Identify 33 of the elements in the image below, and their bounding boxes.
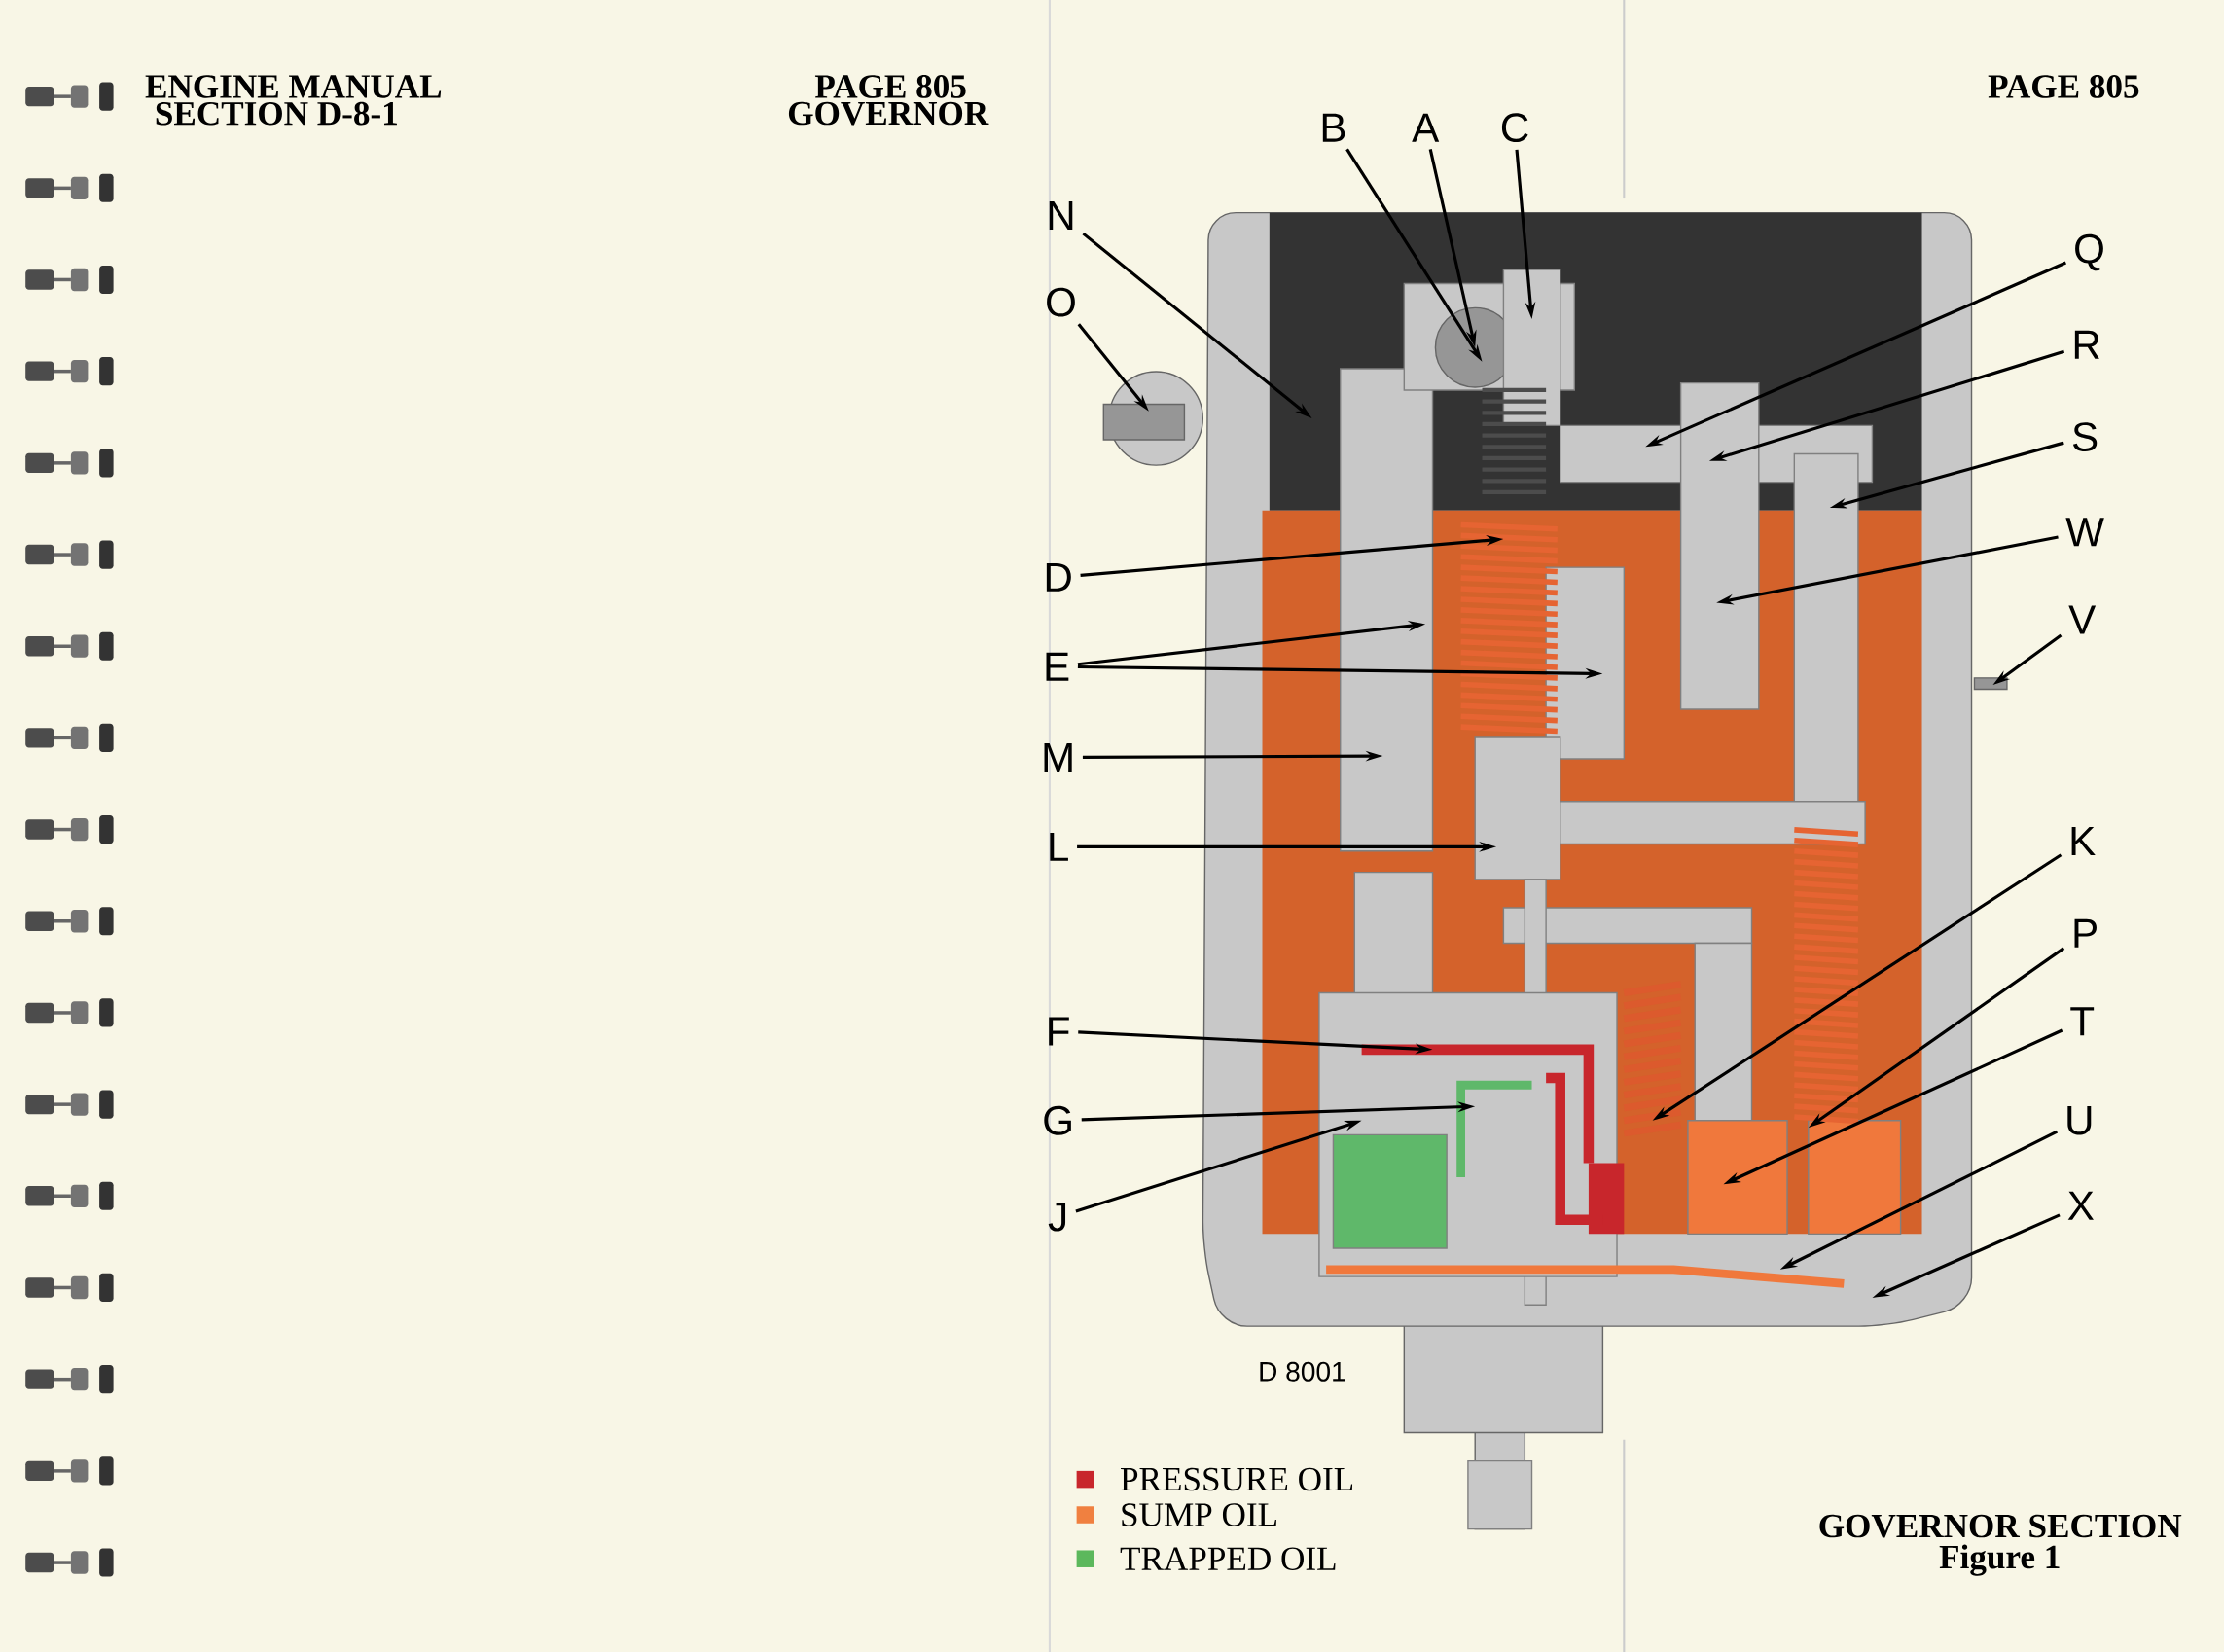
callout-letter: G xyxy=(1044,1105,1071,1135)
callout-letter: L xyxy=(1050,832,1068,861)
legend-label: SUMP OIL xyxy=(1122,1503,1276,1526)
callout-letter: F xyxy=(1049,1017,1069,1046)
callout-letter: B xyxy=(1322,113,1345,142)
callout-letter: J xyxy=(1048,1202,1066,1232)
legend-label: TRAPPED OIL xyxy=(1120,1547,1336,1570)
callout-letter: D xyxy=(1046,562,1071,592)
callout-letter: V xyxy=(2068,605,2097,634)
callout-letter: W xyxy=(2065,518,2104,547)
callout-letter: X xyxy=(2067,1191,2094,1220)
header-text: GOVERNOR xyxy=(788,101,989,126)
callout-letter: S xyxy=(2073,421,2098,451)
figure-number: Figure 1 xyxy=(1939,1544,2060,1576)
callout-letter: C xyxy=(1501,113,1528,142)
header-text: SECTION D-8-1 xyxy=(156,101,397,126)
callout-letter: U xyxy=(2067,1105,2092,1135)
callout-letter: Q xyxy=(2075,233,2103,270)
figure-caption: GOVERNOR SECTION xyxy=(1819,1514,2182,1538)
callout-letter: N xyxy=(1049,200,1073,230)
drawing-number: D 8001 xyxy=(1260,1361,1345,1382)
page-number: PAGE 805 xyxy=(814,74,966,98)
legend-label: PRESSURE OIL xyxy=(1121,1467,1353,1491)
callout-letter: P xyxy=(2074,918,2097,948)
page-number: PAGE 805 xyxy=(1988,74,2139,98)
callout-letter: K xyxy=(2071,826,2096,855)
callout-letter: E xyxy=(1046,652,1069,681)
callout-letter: A xyxy=(1412,113,1440,142)
callout-letter: T xyxy=(2070,1006,2095,1035)
callout-letter: R xyxy=(2074,330,2099,359)
callout-letter: O xyxy=(1047,287,1075,317)
header-text: ENGINE MANUAL xyxy=(145,74,442,98)
callout-letter: M xyxy=(1044,742,1072,772)
